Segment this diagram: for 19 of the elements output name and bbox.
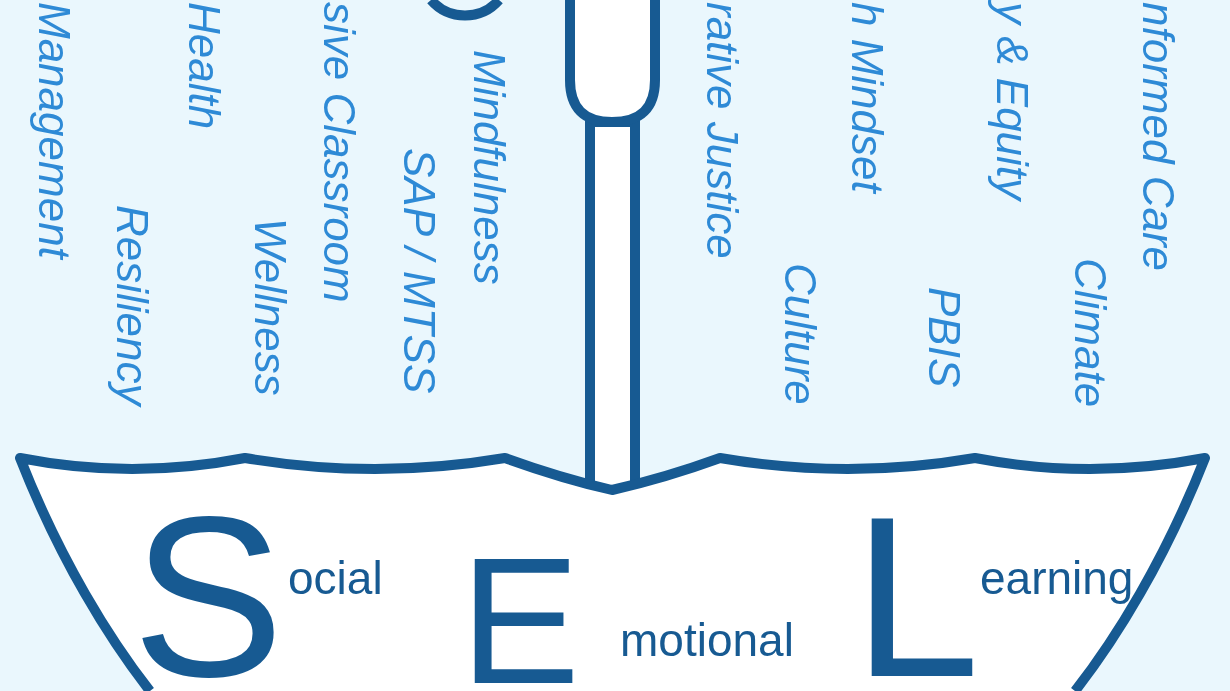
topic-label: y & Equity xyxy=(990,2,1034,201)
topic-label: PBIS xyxy=(922,287,966,388)
topic-label: Wellness xyxy=(248,218,292,396)
initial-letter: L xyxy=(853,515,977,680)
topic-label: Management xyxy=(32,2,76,259)
topic-label: sive Classroom xyxy=(317,2,361,303)
topic-label: nformed Care xyxy=(1136,2,1180,271)
topic-label: SAP / MTSS xyxy=(397,148,441,394)
topic-label: Climate xyxy=(1068,258,1112,408)
topic-label: Mindfulness xyxy=(467,50,511,285)
canopy-word: ocial xyxy=(288,555,383,601)
initial-letter: E xyxy=(460,556,580,686)
topic-label: Culture xyxy=(778,263,822,405)
initial-letter: S xyxy=(132,515,282,680)
topic-label: rative Justice xyxy=(700,2,744,259)
topic-label: h Mindset xyxy=(845,2,889,193)
topic-label: Health xyxy=(182,2,226,130)
topic-label: Resiliency xyxy=(110,205,154,406)
canopy-word: motional xyxy=(620,617,794,663)
